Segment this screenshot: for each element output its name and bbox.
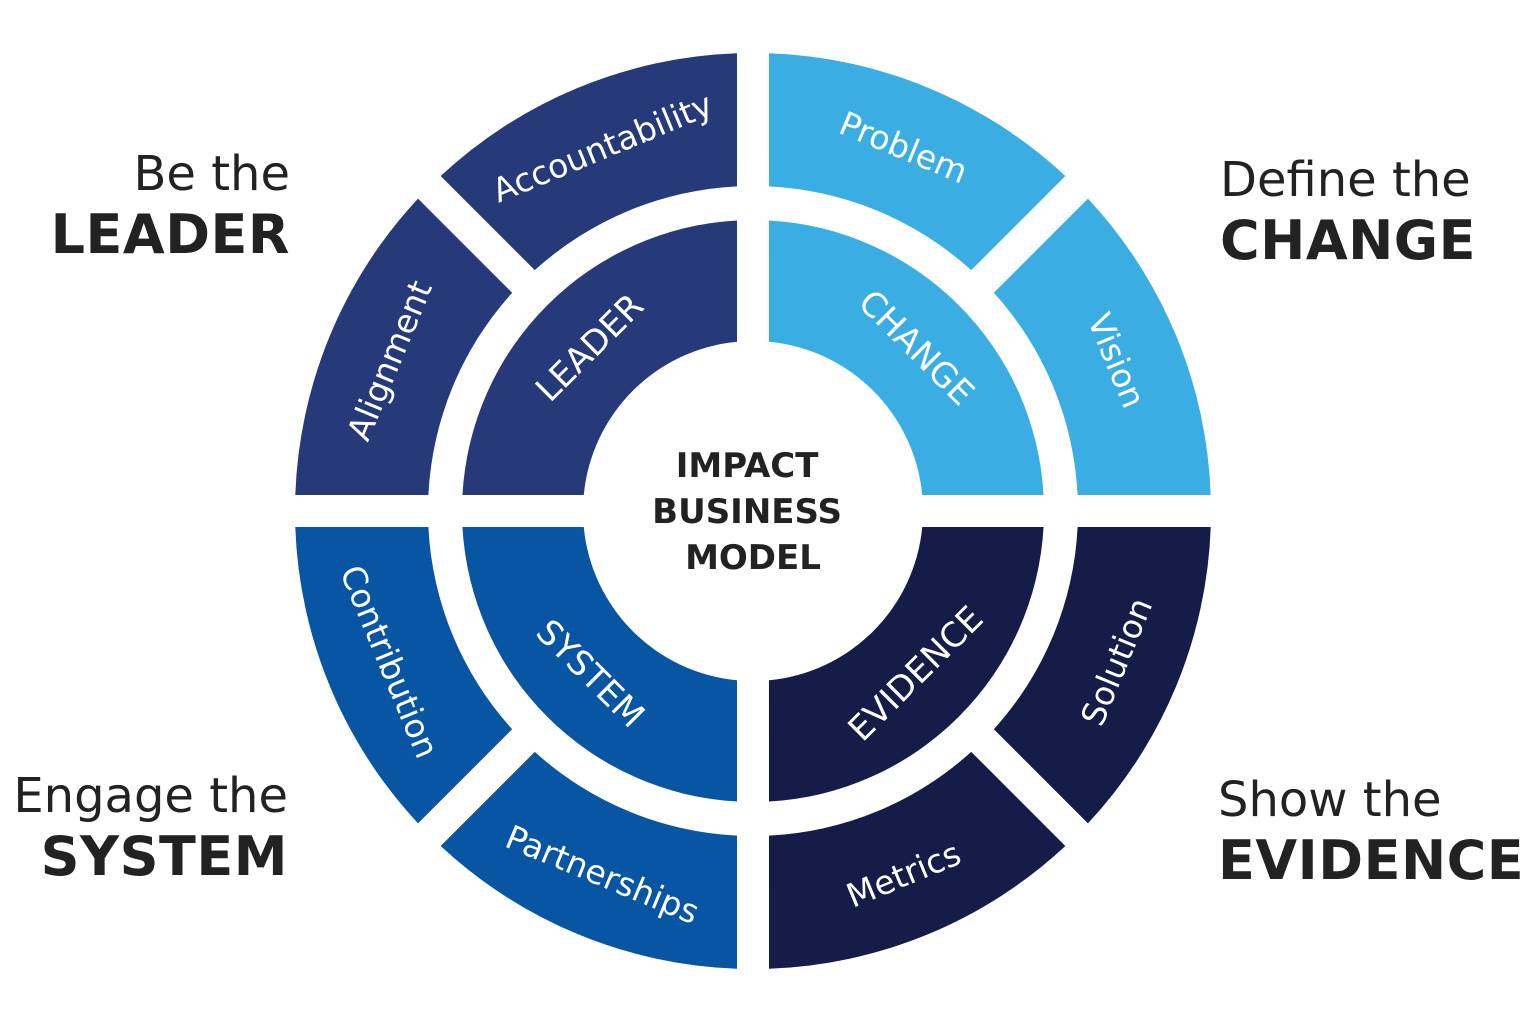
outer-segment-system-a bbox=[440, 751, 738, 969]
corner-caption-leader: Be the LEADER bbox=[51, 146, 290, 266]
outer-segment-change-b bbox=[993, 198, 1211, 496]
corner-caption-evidence-line-1: Show the bbox=[1218, 772, 1442, 828]
corner-caption-evidence: Show the EVIDENCE bbox=[1218, 772, 1524, 892]
outer-segment-evidence-b bbox=[768, 751, 1066, 969]
inner-segment-change bbox=[768, 220, 1044, 496]
inner-segment-system bbox=[462, 526, 738, 802]
outer-segment-system-b bbox=[295, 526, 513, 824]
wheel-segments bbox=[295, 53, 1211, 969]
center-label: IMPACT BUSINESS MODEL bbox=[652, 446, 854, 578]
outer-segment-change-a bbox=[768, 53, 1066, 271]
corner-caption-leader-line-2: LEADER bbox=[50, 202, 290, 266]
outer-segment-evidence-a bbox=[993, 526, 1211, 824]
corner-caption-leader-line-1: Be the bbox=[133, 146, 291, 202]
corner-caption-evidence-line-2: EVIDENCE bbox=[1218, 828, 1525, 892]
corner-caption-change: Define the CHANGE bbox=[1220, 152, 1476, 272]
corner-caption-system: Engage the SYSTEM bbox=[13, 768, 288, 888]
corner-caption-system-line-1: Engage the bbox=[13, 768, 288, 824]
corner-caption-system-line-2: SYSTEM bbox=[40, 824, 288, 888]
inner-segment-leader bbox=[462, 220, 738, 496]
center-label-line-1: IMPACT bbox=[676, 446, 820, 486]
inner-segment-evidence bbox=[768, 526, 1044, 802]
center-label-line-2: BUSINESS bbox=[652, 492, 842, 532]
center-label-line-3: MODEL bbox=[685, 538, 821, 578]
corner-caption-change-line-2: CHANGE bbox=[1220, 208, 1477, 272]
outer-segment-leader-b bbox=[440, 53, 738, 271]
corner-caption-change-line-1: Define the bbox=[1220, 152, 1471, 208]
outer-segment-leader-a bbox=[295, 198, 513, 496]
